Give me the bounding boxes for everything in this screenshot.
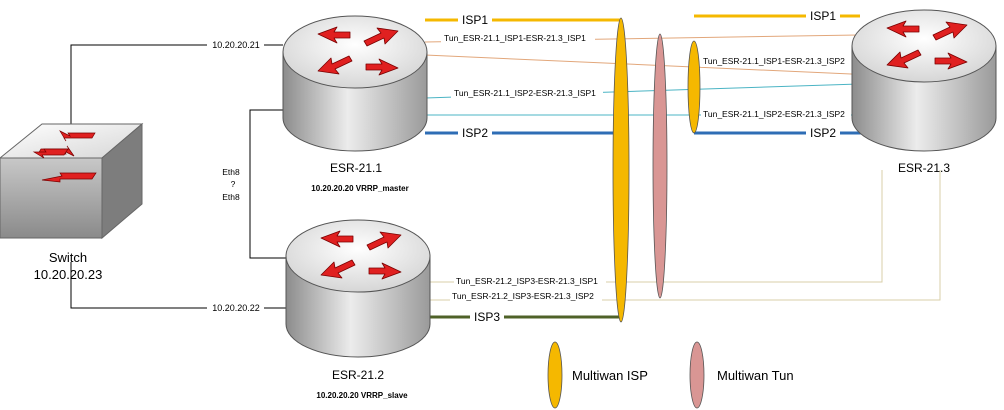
multiwan-tun-oval [652,33,668,299]
interconnect-eth-bottom: Eth8 [222,192,240,202]
tunnel-label-t5: Tun_ESR-21.2_ISP3-ESR-21.3_ISP1 [456,276,598,286]
isp-label-r3-isp1: ISP1 [810,9,836,23]
legend: Multiwan ISP Multiwan Tun [547,341,794,409]
tunnel-label-t3: Tun_ESR-21.1_ISP1-ESR-21.3_ISP2 [703,56,845,66]
switch-device[interactable] [0,122,144,240]
legend-isp-label: Multiwan ISP [572,368,648,383]
link-ip-r1: 10.20.20.21 [212,40,260,50]
router-r2-name: ESR-21.2 [332,368,384,382]
legend-isp-swatch [547,341,563,409]
link-switch-r2 [70,262,286,309]
tunnel-label-t6: Tun_ESR-21.2_ISP3-ESR-21.3_ISP2 [452,291,594,301]
multiwan-groups [612,17,701,323]
router-r2-vrrp: 10.20.20.20 VRRP_slave [316,391,408,400]
router-r3-name: ESR-21.3 [898,161,950,175]
legend-tun-swatch [689,341,705,409]
interconnect-mid: ? [231,179,236,189]
tunnel-label-t2: Tun_ESR-21.1_ISP2-ESR-21.3_ISP1 [454,88,596,98]
switch-name: Switch [49,250,87,265]
router-esr-21-1[interactable] [282,15,428,152]
isp-label-r1-isp2: ISP2 [462,126,488,140]
isp-label-r3-isp2: ISP2 [810,126,836,140]
tunnel-label-t1: Tun_ESR-21.1_ISP1-ESR-21.3_ISP1 [444,33,586,43]
isp-label-r1-isp1: ISP1 [462,13,488,27]
switch-ip: 10.20.20.23 [34,267,103,282]
isp-label-r2-isp3: ISP3 [474,310,500,324]
multiwan-isp-oval-left [612,17,630,323]
link-ip-r2: 10.20.20.22 [212,303,260,313]
router-r1-name: ESR-21.1 [330,161,382,175]
router-r1-vrrp: 10.20.20.20 VRRP_master [311,184,408,193]
link-switch-r1 [70,44,283,128]
tunnel-label-t4: Tun_ESR-21.1_ISP2-ESR-21.3_ISP2 [703,109,845,119]
interconnect-eth-top: Eth8 [222,167,240,177]
link-r1-r2 [249,109,286,259]
router-esr-21-3[interactable] [851,9,997,152]
legend-tun-label: Multiwan Tun [717,368,794,383]
multiwan-isp-oval-right [687,40,701,134]
switch-arrows-icon [32,130,97,183]
router-esr-21-2[interactable] [285,219,431,358]
